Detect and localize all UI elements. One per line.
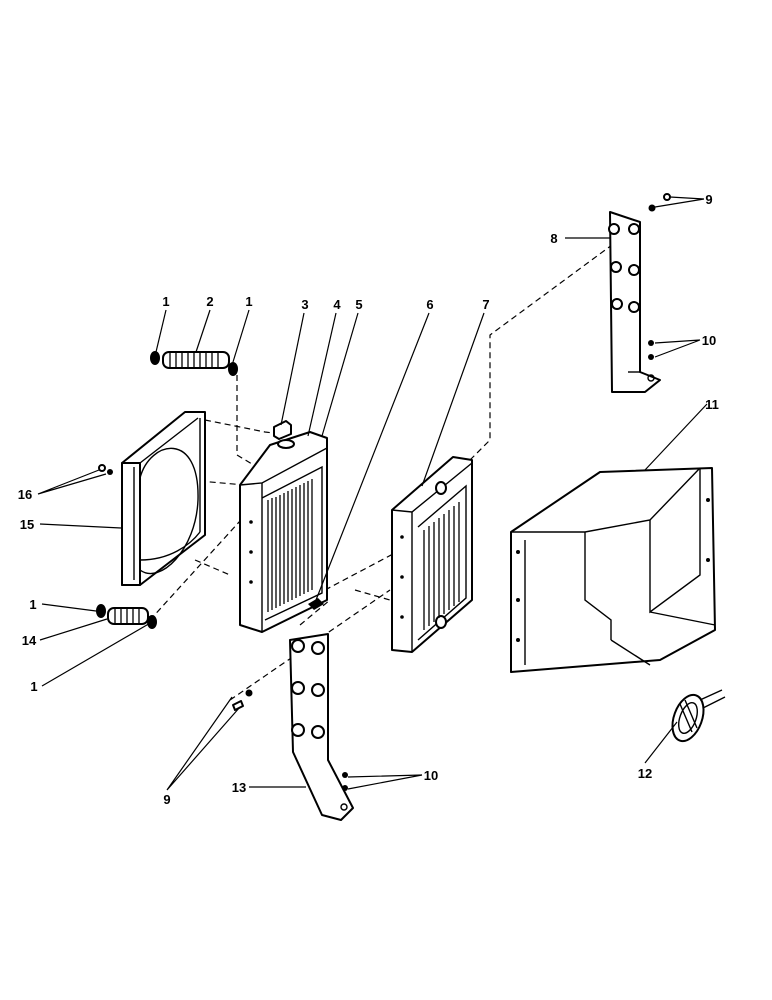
oil-cooler: [391, 456, 473, 653]
radiator-cap: [273, 420, 292, 440]
callout-6: 6: [426, 297, 433, 312]
callout-13: 13: [232, 780, 246, 795]
leader-lines: [37, 196, 708, 791]
lower-bolt-set: [232, 689, 253, 711]
callout-9-upper: 9: [705, 192, 712, 207]
air-duct: [510, 467, 716, 673]
callout-8: 8: [550, 231, 557, 246]
callout-3: 3: [301, 297, 308, 312]
callout-1-upper-left: 1: [162, 294, 169, 309]
callout-1-lower-left: 1: [29, 597, 36, 612]
callout-15: 15: [20, 517, 34, 532]
fan-shroud: [121, 411, 206, 586]
callout-7: 7: [482, 297, 489, 312]
lower-hose: [96, 604, 157, 629]
callout-labels: 1 2 1 3 4 5 6 7 8 9 10 11 12 13 14 15 16…: [18, 192, 719, 807]
lower-bracket-holes: [291, 639, 325, 739]
callout-2: 2: [206, 294, 213, 309]
callout-9-lower: 9: [163, 792, 170, 807]
callout-1-upper-right: 1: [245, 294, 252, 309]
callout-12: 12: [638, 766, 652, 781]
callout-11: 11: [705, 397, 719, 412]
upper-bracket: [608, 211, 661, 393]
shroud-bolt-set: [98, 464, 113, 475]
callout-14: 14: [22, 633, 37, 648]
lower-bracket: [289, 633, 354, 821]
upper-bolt-set: [648, 193, 671, 212]
radiator: [239, 431, 328, 633]
upper-bracket-holes: [608, 223, 640, 313]
callout-1-lower: 1: [30, 679, 37, 694]
upper-hose: [150, 351, 238, 376]
oil-cooler-fins: [423, 502, 460, 630]
hose-clamp: [671, 689, 726, 743]
radiator-core-fins: [267, 479, 313, 612]
drain-cock: [308, 598, 324, 610]
callout-4: 4: [333, 297, 341, 312]
callout-5: 5: [355, 297, 362, 312]
callout-10-lower: 10: [424, 768, 438, 783]
callout-10-upper: 10: [702, 333, 716, 348]
callout-16: 16: [18, 487, 32, 502]
